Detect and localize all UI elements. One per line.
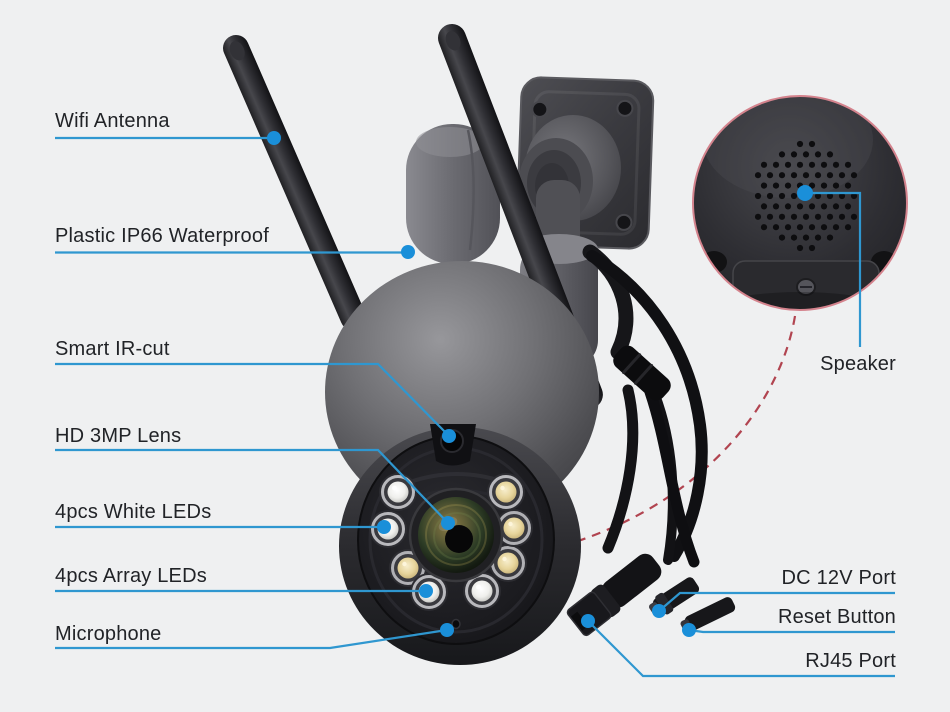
- label-white-leds: 4pcs White LEDs: [55, 501, 212, 523]
- callout-line-microphone: [55, 628, 448, 650]
- callout-dot-dc-port: [652, 604, 666, 618]
- label-rj45-port: RJ45 Port: [805, 650, 896, 672]
- ir-cut-sensor: [430, 424, 476, 466]
- screw-hole: [531, 100, 549, 118]
- label-ir-cut: Smart IR-cut: [55, 338, 170, 360]
- callout-dot-wifi-antenna: [267, 131, 281, 145]
- callout-dot-array-leds: [419, 584, 433, 598]
- callout-dot-ir-cut: [442, 429, 456, 443]
- label-array-leds: 4pcs Array LEDs: [55, 565, 207, 587]
- callout-line-lens: [55, 448, 449, 524]
- label-microphone: Microphone: [55, 623, 162, 645]
- rj45-connector: [566, 553, 662, 637]
- callout-line-reset-button: [688, 628, 895, 634]
- callout-dot-microphone: [440, 623, 454, 637]
- screw-hole: [615, 213, 633, 231]
- callout-dot-reset-button: [682, 623, 696, 637]
- camera-body: [223, 24, 908, 665]
- inset-zoom-dashed-arc: [577, 315, 797, 543]
- cable-bundle: [582, 244, 708, 568]
- inset-circle-border: [692, 95, 908, 311]
- callout-line-rj45-port: [587, 620, 895, 678]
- label-reset-button: Reset Button: [777, 606, 896, 628]
- label-dc-port: DC 12V Port: [781, 567, 896, 589]
- callout-dot-speaker: [797, 185, 813, 201]
- microphone-hole: [451, 618, 461, 630]
- speaker-inset: [692, 95, 908, 311]
- callout-dot-lens: [441, 516, 455, 530]
- callout-lines: [55, 131, 895, 678]
- label-lens: HD 3MP Lens: [55, 425, 182, 447]
- callout-line-speaker: [805, 191, 862, 347]
- speaker-grille: [754, 140, 858, 252]
- callout-dot-waterproof: [401, 245, 415, 259]
- callout-line-ir-cut: [55, 362, 450, 437]
- label-wifi-antenna: Wifi Antenna: [55, 110, 170, 132]
- callout-line-dc-port: [658, 591, 895, 612]
- cable-sleeve: [613, 345, 671, 401]
- led-ring: [369, 473, 533, 611]
- array-led: [487, 473, 525, 511]
- array-led: [495, 509, 533, 547]
- camera-head: [339, 424, 581, 665]
- label-waterproof: Plastic IP66 Waterproof: [55, 225, 269, 247]
- label-speaker: Speaker: [820, 353, 896, 375]
- wifi-antenna-left: [223, 35, 367, 331]
- white-led: [379, 473, 417, 511]
- camera-lens: [408, 487, 504, 583]
- pan-bracket: [406, 124, 500, 264]
- callout-dot-rj45-port: [581, 614, 595, 628]
- screw-hole: [616, 99, 634, 117]
- callout-dot-white-leds: [377, 520, 391, 534]
- white-led: [463, 572, 501, 610]
